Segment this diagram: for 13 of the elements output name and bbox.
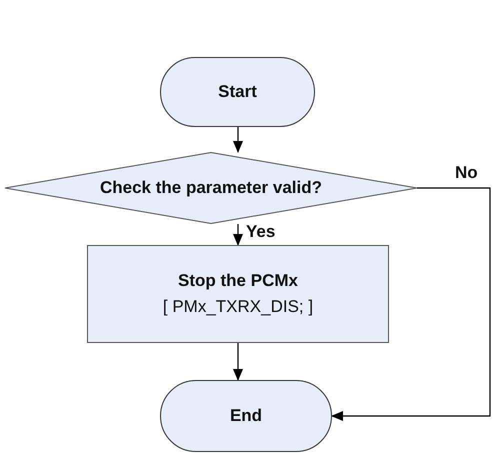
arrow (233, 127, 243, 153)
node-title: Start (218, 82, 257, 102)
arrow (233, 343, 243, 381)
process-box (87, 245, 389, 343)
node-title: End (230, 406, 262, 426)
arrow (331, 187, 491, 421)
edge-label: No (455, 163, 478, 183)
decision-diamond (5, 152, 417, 224)
node-title: Check the parameter valid? (100, 178, 322, 198)
edge-label: Yes (246, 222, 276, 242)
arrow (233, 224, 243, 246)
node-title: Stop the PCMx (178, 271, 298, 291)
node-detail: [ PMx_TXRX_DIS; ] (162, 297, 314, 317)
